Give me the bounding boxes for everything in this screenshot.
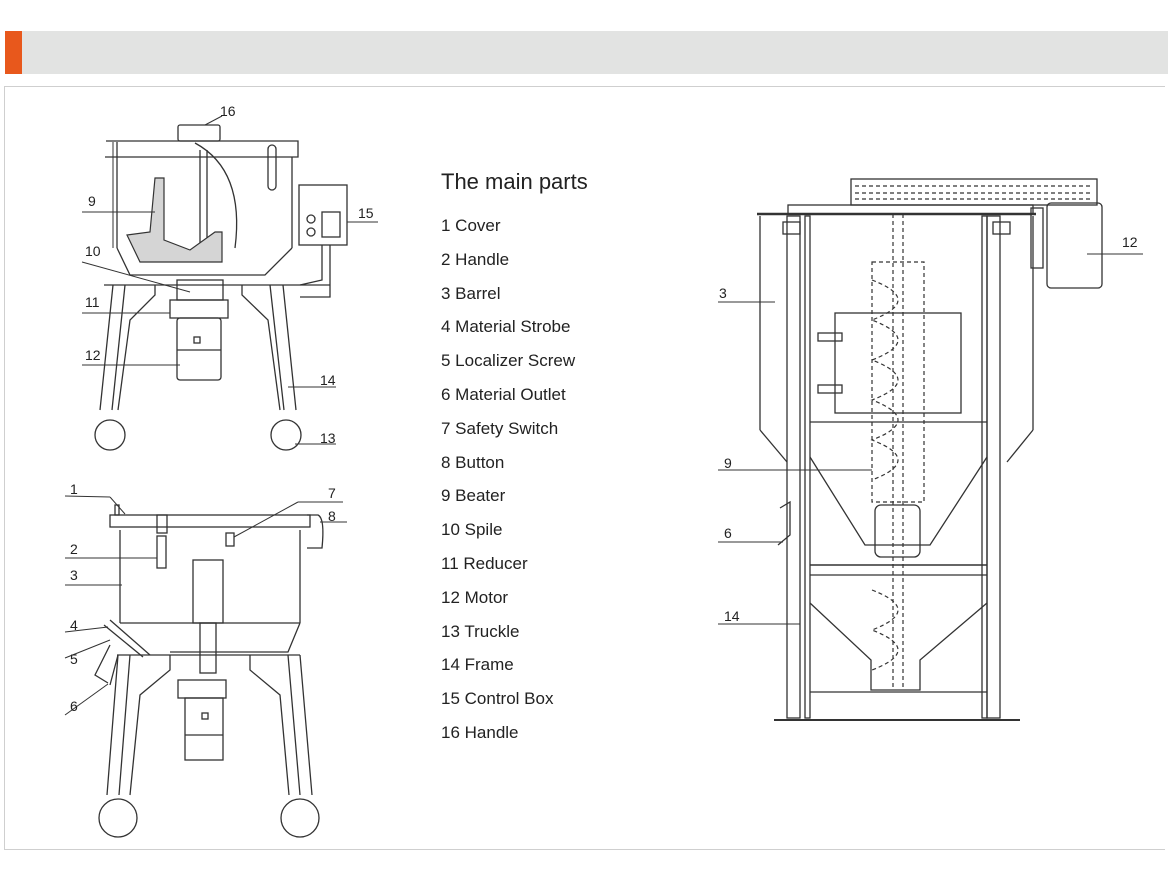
callout-3: 3 — [719, 285, 727, 301]
part-item: 9 Beater — [441, 486, 506, 506]
callout-6: 6 — [70, 698, 78, 714]
part-item: 16 Handle — [441, 722, 519, 742]
callout-14: 14 — [724, 608, 740, 624]
callout-11: 11 — [85, 294, 100, 310]
part-item: 8 Button — [441, 452, 505, 472]
part-item: 5 Localizer Screw — [441, 351, 576, 371]
mixer-cutaway-diagram: 16 9 15 10 11 12 14 13 — [81, 103, 378, 451]
callout-16: 16 — [220, 103, 236, 119]
callout-14: 14 — [320, 372, 336, 388]
callout-2: 2 — [70, 541, 78, 557]
callout-13: 13 — [320, 430, 336, 446]
mixer-front-diagram: 1 7 8 2 3 4 5 6 — [64, 481, 347, 838]
callout-1: 1 — [70, 481, 78, 497]
callout-9: 9 — [88, 193, 96, 209]
part-item: 15 Control Box — [441, 689, 554, 709]
part-item: 3 Barrel — [441, 283, 501, 303]
part-item: 6 Material Outlet — [441, 384, 566, 404]
callout-5: 5 — [70, 651, 78, 667]
parts-title: The main parts — [441, 169, 588, 194]
callout-10: 10 — [85, 243, 101, 259]
callout-12: 12 — [1122, 234, 1138, 250]
parts-list: 1 Cover 2 Handle 3 Barrel 4 Material Str… — [441, 216, 575, 757]
header-bar — [5, 31, 1168, 74]
callout-15: 15 — [358, 205, 374, 221]
part-item: 4 Material Strobe — [441, 317, 571, 337]
content-frame — [4, 86, 1165, 850]
callout-9: 9 — [724, 455, 732, 471]
part-item: 1 Cover — [441, 216, 501, 235]
callout-6: 6 — [724, 525, 732, 541]
callout-3: 3 — [70, 567, 78, 583]
header-accent — [5, 31, 22, 74]
callout-8: 8 — [328, 508, 336, 524]
part-item: 7 Safety Switch — [441, 418, 559, 438]
callout-12: 12 — [85, 347, 101, 363]
part-item: 2 Handle — [441, 249, 510, 269]
vertical-mixer-diagram: 12 3 9 6 14 — [718, 178, 1143, 721]
part-item: 12 Motor — [441, 587, 509, 607]
part-item: 10 Spile — [441, 520, 503, 540]
part-item: 14 Frame — [441, 655, 514, 675]
part-item: 13 Truckle — [441, 621, 520, 641]
callout-7: 7 — [328, 485, 336, 501]
callout-4: 4 — [70, 617, 78, 633]
part-item: 11 Reducer — [441, 553, 528, 573]
